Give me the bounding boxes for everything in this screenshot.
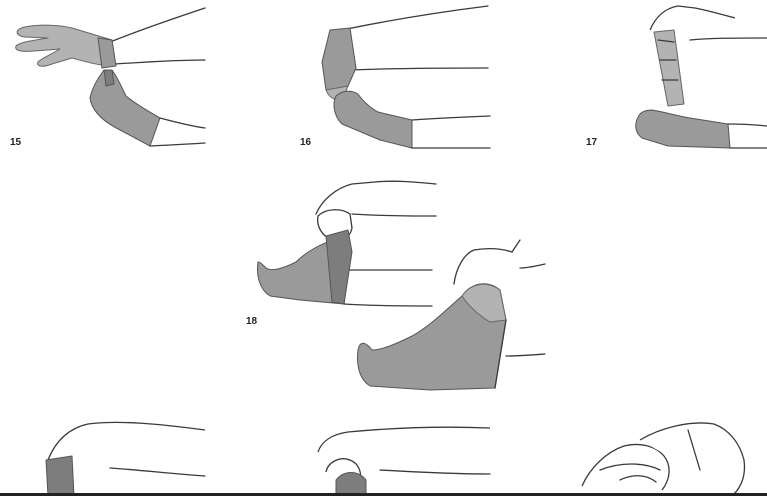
- step-label-15: 15: [10, 138, 21, 148]
- panel-15-illustration: [16, 8, 205, 146]
- step-label-17: 17: [586, 138, 597, 148]
- step-label-16: 16: [300, 138, 311, 148]
- panel-18-illustration-a: [258, 181, 437, 306]
- panel-19-illustration: [46, 422, 205, 496]
- panel-16-illustration: [322, 6, 490, 148]
- panel-17-illustration: [636, 6, 767, 148]
- panel-18-illustration-b: [358, 240, 546, 390]
- step-label-18: 18: [246, 317, 257, 327]
- panel-20-illustration: [318, 427, 490, 496]
- panel-21-illustration: [582, 423, 745, 494]
